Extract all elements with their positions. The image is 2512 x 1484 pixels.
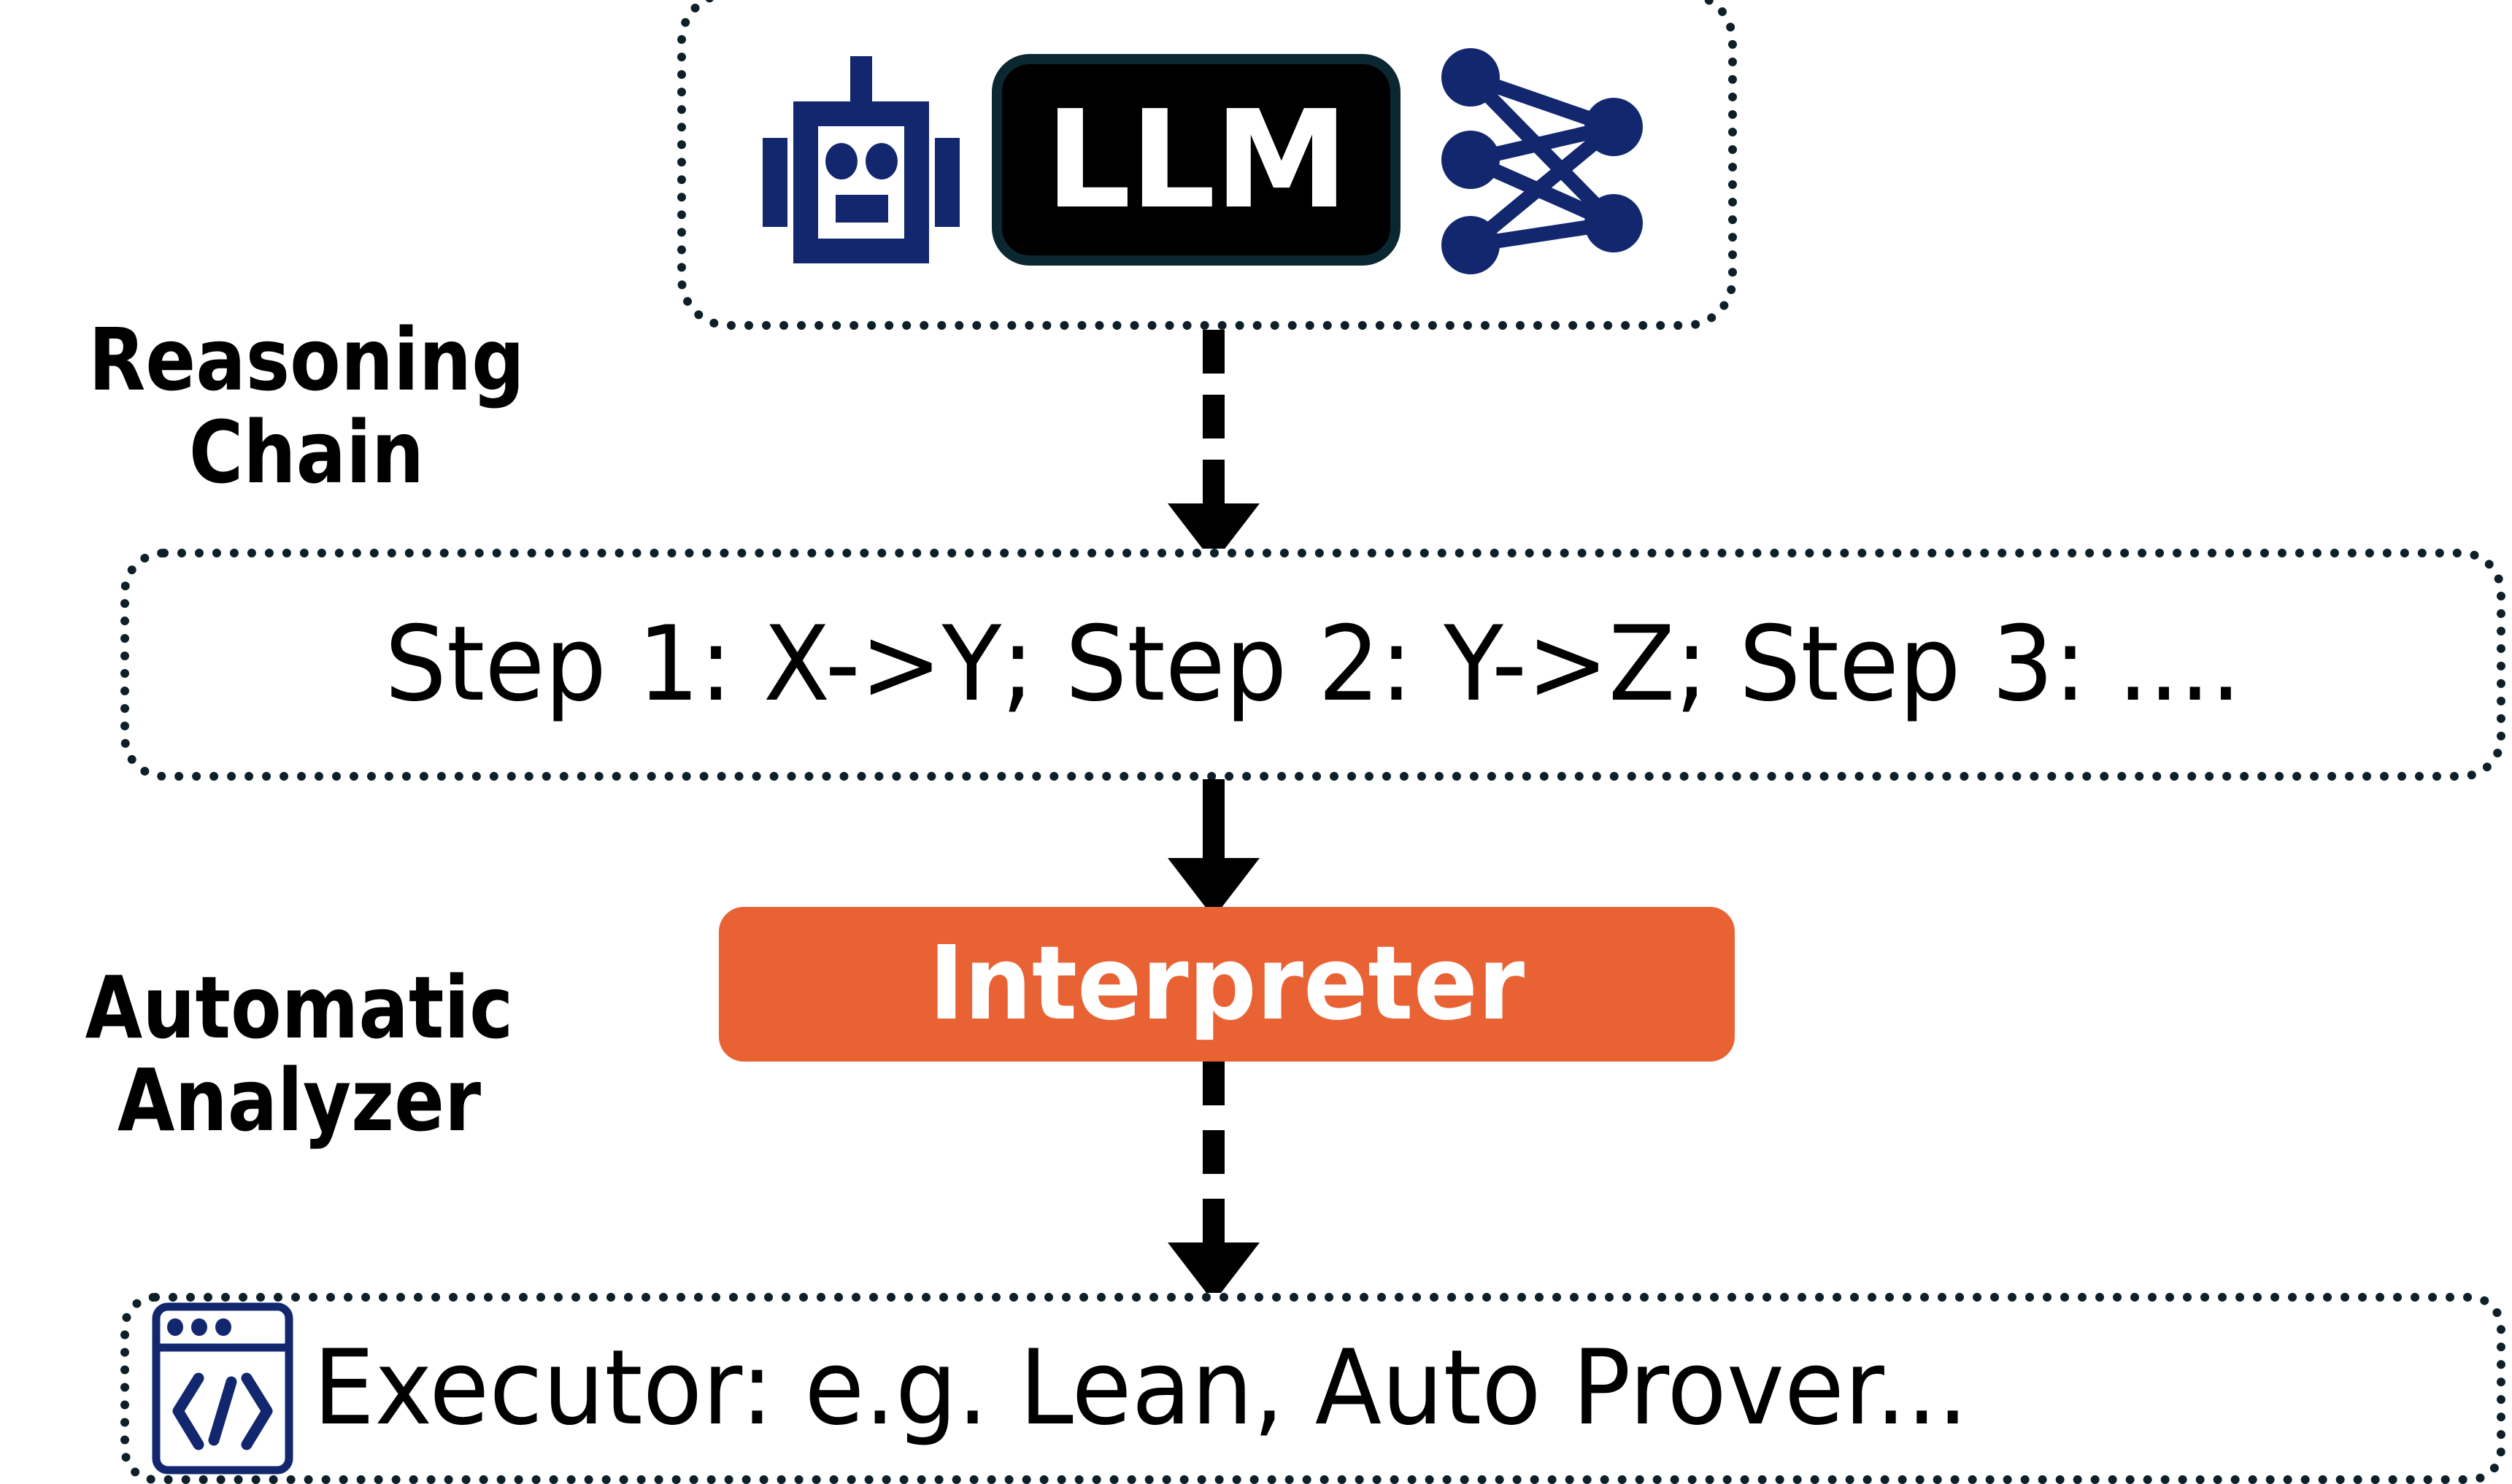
neural-network-icon (1441, 48, 1643, 274)
arrow-chain-to-interpreter (1168, 779, 1260, 918)
robot-icon (763, 56, 960, 263)
model-box: LLM (677, 0, 1737, 330)
executor-box: Executor: e.g. Lean, Auto Prover... (120, 1293, 2505, 1484)
interpreter-button-label: Interpreter (928, 924, 1525, 1043)
llm-badge: LLM (992, 54, 1401, 266)
reasoning-chain-text: Step 1: X->Y; Step 2: Y->Z; Step 3: .... (384, 604, 2241, 724)
llm-badge-label: LLM (1045, 80, 1349, 239)
section-label-automatic-analyzer: Automatic Analyzer (85, 957, 514, 1151)
arrow-head (1168, 1243, 1260, 1302)
arrow-shaft (1203, 330, 1225, 503)
executor-text: Executor: e.g. Lean, Auto Prover... (313, 1328, 1968, 1448)
arrow-shaft (1203, 1062, 1225, 1243)
arrow-shaft (1203, 779, 1225, 858)
arrow-interpreter-to-executor (1168, 1062, 1260, 1302)
arrow-model-to-chain (1168, 330, 1260, 563)
code-window-icon (152, 1302, 293, 1475)
reasoning-chain-box: Step 1: X->Y; Step 2: Y->Z; Step 3: .... (120, 549, 2505, 781)
interpreter-button[interactable]: Interpreter (719, 907, 1735, 1062)
section-label-reasoning-chain: Reasoning Chain (88, 309, 525, 503)
